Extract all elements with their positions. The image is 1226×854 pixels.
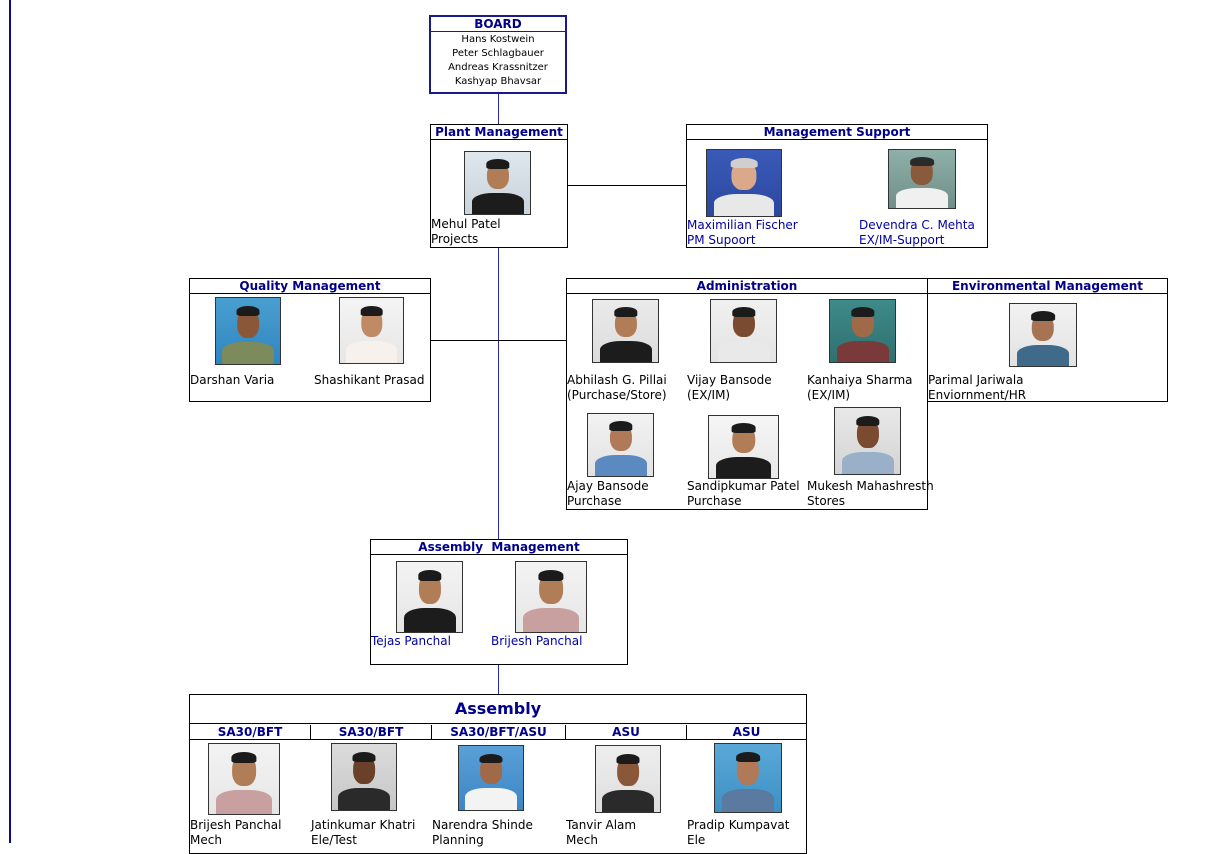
- person-photo: [339, 297, 404, 364]
- plant-management-title: Plant Management: [431, 125, 567, 140]
- person-photo: [396, 561, 463, 633]
- person-photo: [215, 297, 281, 365]
- assembly-management-title: Assembly Management: [371, 540, 627, 555]
- person-name: Jatinkumar Khatri: [311, 818, 416, 832]
- board-member: Hans Kostwein: [461, 34, 535, 45]
- assembly-column-header: ASU: [732, 725, 761, 739]
- person-photo: [708, 415, 779, 479]
- environmental-management-title: Environmental Management: [928, 279, 1167, 294]
- person-photo: [595, 745, 661, 813]
- person-photo: [458, 745, 524, 811]
- left-border-rule: [9, 0, 11, 843]
- person-name: Kanhaiya Sharma: [807, 373, 913, 387]
- person-role: Mech: [190, 833, 222, 847]
- person-photo: [1009, 303, 1077, 367]
- person-name: Brijesh Panchal: [491, 634, 583, 648]
- person-photo: [331, 743, 397, 811]
- person-name: Darshan Varia: [190, 373, 275, 387]
- person-name: Devendra C. Mehta: [859, 218, 975, 232]
- person-role: (EX/IM): [807, 388, 851, 402]
- person-photo: [829, 299, 896, 363]
- person-name: Tejas Panchal: [371, 634, 451, 648]
- assembly-column-header: SA30/BFT/ASU: [432, 725, 566, 739]
- assembly-column-header: SA30/BFT: [190, 725, 311, 739]
- plant-management-box: Plant Management Mehul Patel Projects: [430, 124, 568, 248]
- person-photo: [710, 299, 777, 363]
- person-name: Ajay Bansode: [567, 479, 649, 493]
- connector-main-vertical: [498, 247, 499, 540]
- person-role: PM Supoort: [687, 233, 756, 247]
- assembly-title: Assembly: [190, 695, 806, 724]
- connector-board-plant: [498, 93, 499, 124]
- person-name: Tanvir Alam: [566, 818, 637, 832]
- board-member: Peter Schlagbauer: [452, 48, 544, 59]
- person-role: Ele: [687, 833, 706, 847]
- person-role: (EX/IM): [687, 388, 731, 402]
- board-members: Hans Kostwein Peter Schlagbauer Andreas …: [431, 33, 565, 89]
- person-role: Ele/Test: [311, 833, 357, 847]
- board-title: BOARD: [431, 17, 565, 32]
- person-name: Maximilian Fischer: [687, 218, 798, 232]
- person-photo: [515, 561, 587, 633]
- person-role: Projects: [431, 232, 479, 246]
- connector-plant-support: [568, 185, 686, 186]
- person-role: Mech: [566, 833, 598, 847]
- connector-assembly-mgmt-assembly: [498, 664, 499, 694]
- environmental-management-box: Environmental Management Parimal Jariwal…: [927, 278, 1168, 402]
- person-role: (Purchase/Store): [567, 388, 667, 402]
- quality-management-box: Quality Management Darshan Varia Shashik…: [189, 278, 431, 402]
- person-role: Purchase: [567, 494, 622, 508]
- person-name: Narendra Shinde: [432, 818, 533, 832]
- administration-title: Administration: [567, 279, 927, 294]
- person-photo: [834, 407, 901, 475]
- person-role: EX/IM-Support: [859, 233, 945, 247]
- assembly-management-box: Assembly Management Tejas Panchal Brijes…: [370, 539, 628, 665]
- person-role: Planning: [432, 833, 484, 847]
- management-support-box: Management Support Maximilian Fischer PM…: [686, 124, 988, 248]
- person-photo: [706, 149, 782, 217]
- person-photo: [714, 743, 782, 813]
- person-name: Mehul Patel: [431, 217, 501, 231]
- assembly-column-header: SA30/BFT: [311, 725, 432, 739]
- person-photo: [587, 413, 654, 477]
- board-box: BOARD Hans Kostwein Peter Schlagbauer An…: [429, 15, 567, 94]
- assembly-header-divider: [190, 739, 806, 740]
- person-role: Purchase: [687, 494, 742, 508]
- management-support-title: Management Support: [687, 125, 987, 140]
- person-name: Shashikant Prasad: [314, 373, 425, 387]
- person-name: Mukesh Mahashresth: [807, 479, 934, 493]
- person-photo: [208, 743, 280, 815]
- board-member: Andreas Krassnitzer: [448, 62, 548, 73]
- person-name: Sandipkumar Patel: [687, 479, 800, 493]
- person-photo: [464, 151, 531, 215]
- person-name: Brijesh Panchal: [190, 818, 282, 832]
- person-photo: [592, 299, 659, 363]
- person-role: Enviornment/HR: [928, 388, 1027, 402]
- board-member: Kashyap Bhavsar: [454, 76, 542, 87]
- administration-box: Administration Abhilash G. Pillai (Purch…: [566, 278, 934, 510]
- person-photo: [888, 149, 956, 209]
- person-name: Parimal Jariwala: [928, 373, 1024, 387]
- assembly-column-header: ASU: [566, 725, 687, 739]
- quality-management-title: Quality Management: [190, 279, 430, 294]
- person-role: Stores: [807, 494, 845, 508]
- assembly-box: Assembly SA30/BFT SA30/BFT SA30/BFT/ASU …: [189, 694, 807, 854]
- connector-quality-admin: [431, 340, 567, 341]
- person-name: Vijay Bansode: [687, 373, 772, 387]
- person-name: Pradip Kumpavat: [687, 818, 790, 832]
- person-name: Abhilash G. Pillai: [567, 373, 667, 387]
